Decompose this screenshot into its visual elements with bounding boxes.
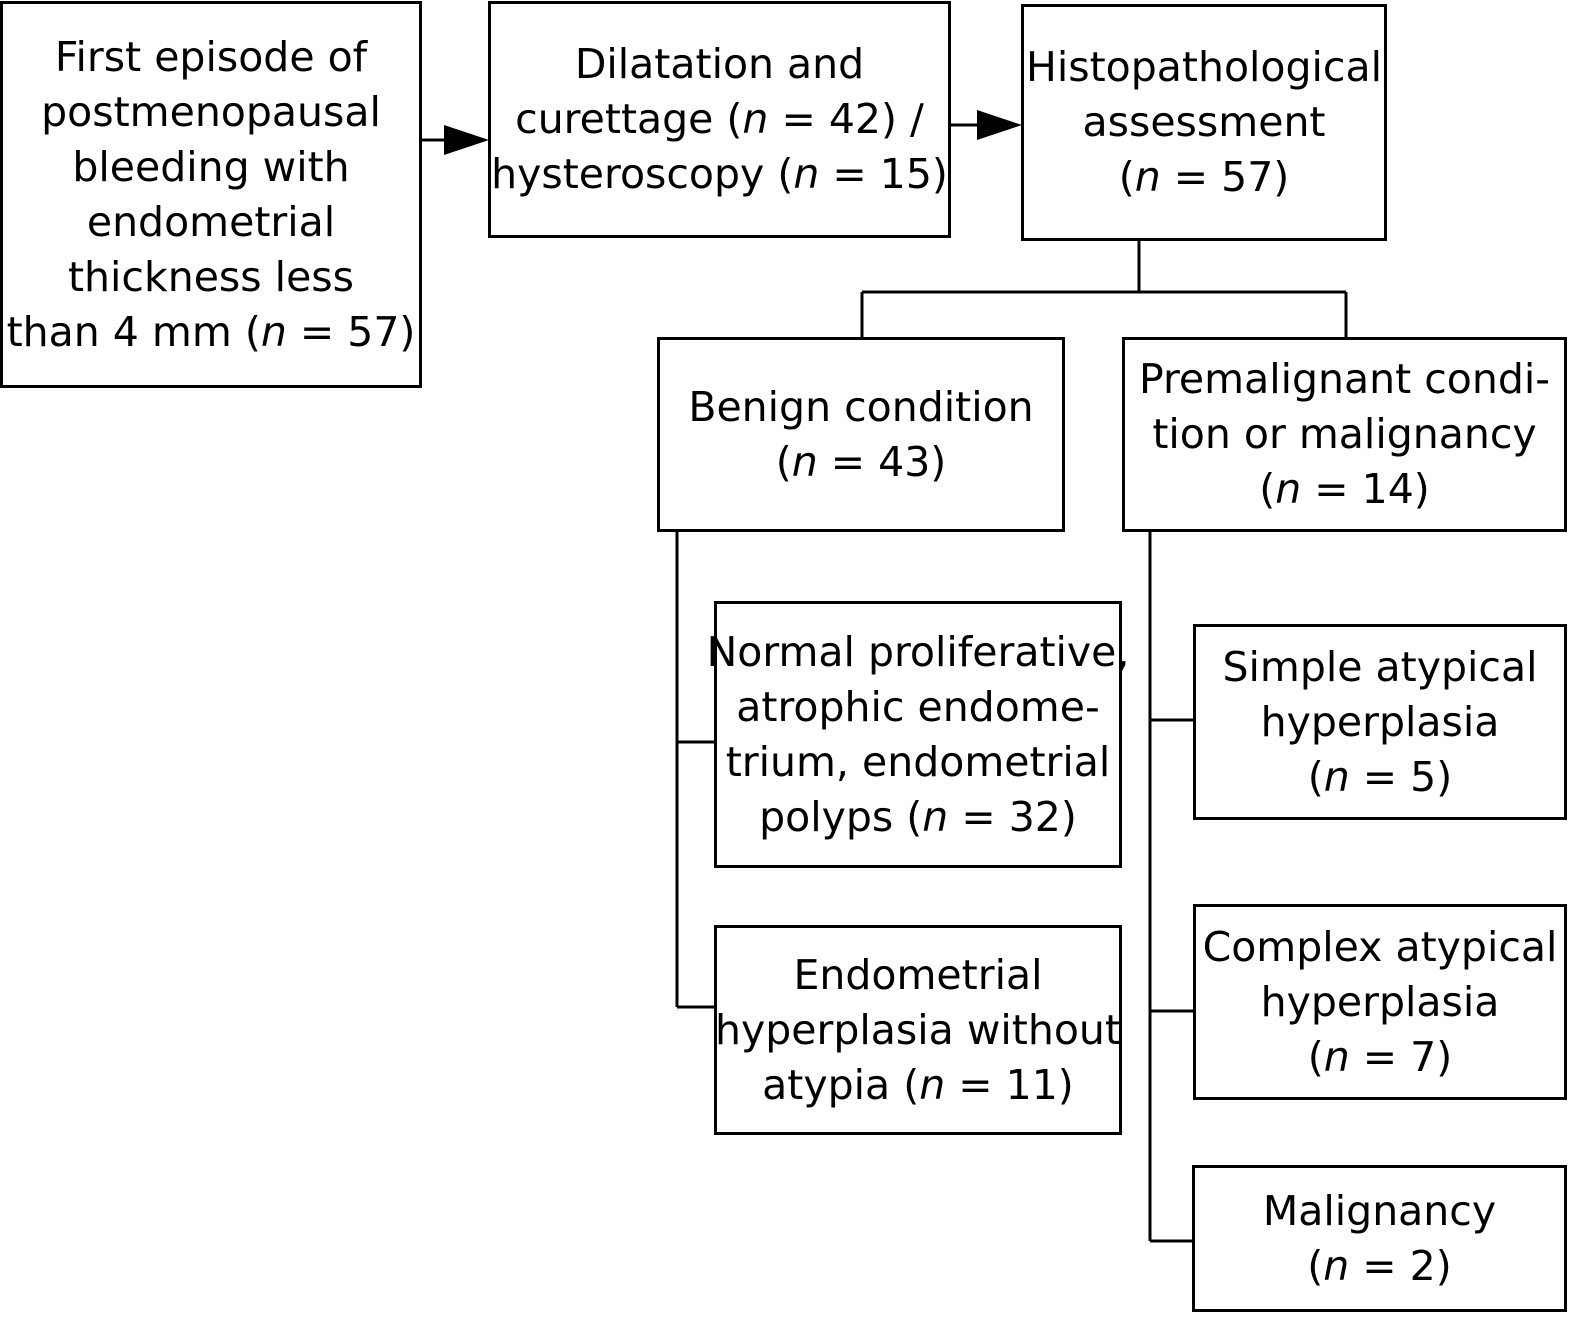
count-prefix: than 4 mm ( <box>6 307 261 356</box>
node-normal-proliferative-count-line: polyps (n = 32) <box>707 790 1130 845</box>
n-symbol: n <box>260 307 287 356</box>
count-prefix: polyps ( <box>759 792 923 841</box>
count-prefix: atypia ( <box>762 1060 920 1109</box>
count-prefix: ( <box>1307 1032 1324 1081</box>
count-prefix: curettage ( <box>515 95 743 143</box>
node-procedure-line-1: Dilatation and <box>574 40 865 88</box>
node-malignancy-count-line: (n = 2) <box>1263 1239 1496 1294</box>
node-premalignant-condition: Premalignant condi- tion or malignancy (… <box>1122 337 1567 532</box>
node-benign-condition-count-line: (n = 43) <box>688 435 1033 490</box>
node-first-episode-line-3: bleeding with <box>72 142 350 191</box>
n-symbol: n <box>1275 465 1302 513</box>
count-value: = 42) / <box>768 95 924 143</box>
node-normal-proliferative-line-1: Normal proliferative, <box>706 627 1130 676</box>
count-value: = 7) <box>1349 1032 1453 1081</box>
n-symbol: n <box>922 792 949 841</box>
node-complex-atypical-hyperplasia: Complex atypical hyperplasia (n = 7) <box>1193 904 1567 1100</box>
count-value: = 57) <box>1160 153 1290 201</box>
n-symbol: n <box>1323 752 1350 801</box>
node-normal-proliferative: Normal proliferative, atrophic endome- t… <box>707 601 1129 868</box>
count-value: = 32) <box>948 792 1077 841</box>
node-benign-condition: Benign condition (n = 43) <box>657 337 1065 532</box>
node-hyperplasia-without-atypia-line-1: Endometrial <box>793 950 1043 999</box>
node-hyperplasia-without-atypia: Endometrial hyperplasia without atypia (… <box>714 925 1122 1135</box>
n-symbol: n <box>742 95 769 143</box>
node-first-episode-line-1: First episode of <box>54 32 368 81</box>
node-procedure: Dilatation and curettage (n = 42) / hyst… <box>488 1 951 238</box>
node-complex-atypical-hyperplasia-count-line: (n = 7) <box>1203 1030 1558 1085</box>
node-procedure-line-2: curettage (n = 42) / <box>491 92 948 147</box>
count-prefix: ( <box>775 437 792 486</box>
node-histopathological-line-1: Histopathological <box>1026 43 1382 91</box>
node-normal-proliferative-line-3: trium, endometrial <box>725 737 1111 786</box>
n-symbol: n <box>793 150 820 198</box>
node-simple-atypical-hyperplasia: Simple atypical hyperplasia (n = 5) <box>1193 624 1567 820</box>
node-premalignant-condition-line-2: tion or malignancy <box>1152 410 1537 458</box>
count-prefix: hysteroscopy ( <box>491 150 794 198</box>
count-value: = 15) <box>819 150 948 198</box>
count-value: = 2) <box>1349 1241 1452 1290</box>
node-simple-atypical-hyperplasia-count-line: (n = 5) <box>1223 750 1538 805</box>
node-first-episode-line-4: endometrial <box>86 197 336 246</box>
node-complex-atypical-hyperplasia-line-2: hyperplasia <box>1260 977 1500 1026</box>
arrowhead-start-procedure <box>444 125 489 155</box>
count-prefix: ( <box>1118 153 1135 201</box>
node-normal-proliferative-line-2: atrophic endome- <box>736 682 1100 731</box>
count-value: = 5) <box>1349 752 1453 801</box>
node-simple-atypical-hyperplasia-line-1: Simple atypical <box>1222 642 1538 691</box>
node-benign-condition-line-1: Benign condition <box>688 382 1034 431</box>
n-symbol: n <box>1323 1241 1350 1290</box>
count-prefix: ( <box>1259 465 1276 513</box>
n-symbol: n <box>791 437 818 486</box>
node-malignancy: Malignancy (n = 2) <box>1192 1165 1567 1312</box>
node-hyperplasia-without-atypia-line-2: hyperplasia without <box>715 1005 1121 1054</box>
node-first-episode-count-line: than 4 mm (n = 57) <box>7 305 416 360</box>
node-simple-atypical-hyperplasia-line-2: hyperplasia <box>1260 697 1500 746</box>
n-symbol: n <box>1323 1032 1350 1081</box>
count-value: = 14) <box>1301 465 1430 513</box>
node-first-episode-line-2: postmenopausal <box>41 87 381 136</box>
n-symbol: n <box>919 1060 946 1109</box>
node-first-episode: First episode of postmenopausal bleeding… <box>0 1 422 388</box>
node-premalignant-condition-line-1: Premalignant condi- <box>1138 355 1551 403</box>
count-prefix: ( <box>1307 1241 1324 1290</box>
node-histopathological-count-line: (n = 57) <box>1026 150 1382 205</box>
node-complex-atypical-hyperplasia-line-1: Complex atypical <box>1202 922 1558 971</box>
node-malignancy-line-1: Malignancy <box>1262 1186 1497 1235</box>
node-premalignant-condition-count-line: (n = 14) <box>1139 462 1550 517</box>
arrowhead-procedure-histo <box>977 110 1022 140</box>
node-hyperplasia-without-atypia-count-line: atypia (n = 11) <box>715 1058 1121 1113</box>
node-first-episode-line-5: thickness less <box>67 252 355 301</box>
count-value: = 43) <box>817 437 947 486</box>
count-prefix: ( <box>1307 752 1324 801</box>
node-histopathological: Histopathological assessment (n = 57) <box>1021 4 1387 241</box>
n-symbol: n <box>1134 153 1161 201</box>
node-histopathological-line-2: assessment <box>1082 98 1326 146</box>
count-value: = 11) <box>945 1060 1074 1109</box>
node-procedure-line-3: hysteroscopy (n = 15) <box>491 147 948 202</box>
count-value: = 57) <box>286 307 416 356</box>
